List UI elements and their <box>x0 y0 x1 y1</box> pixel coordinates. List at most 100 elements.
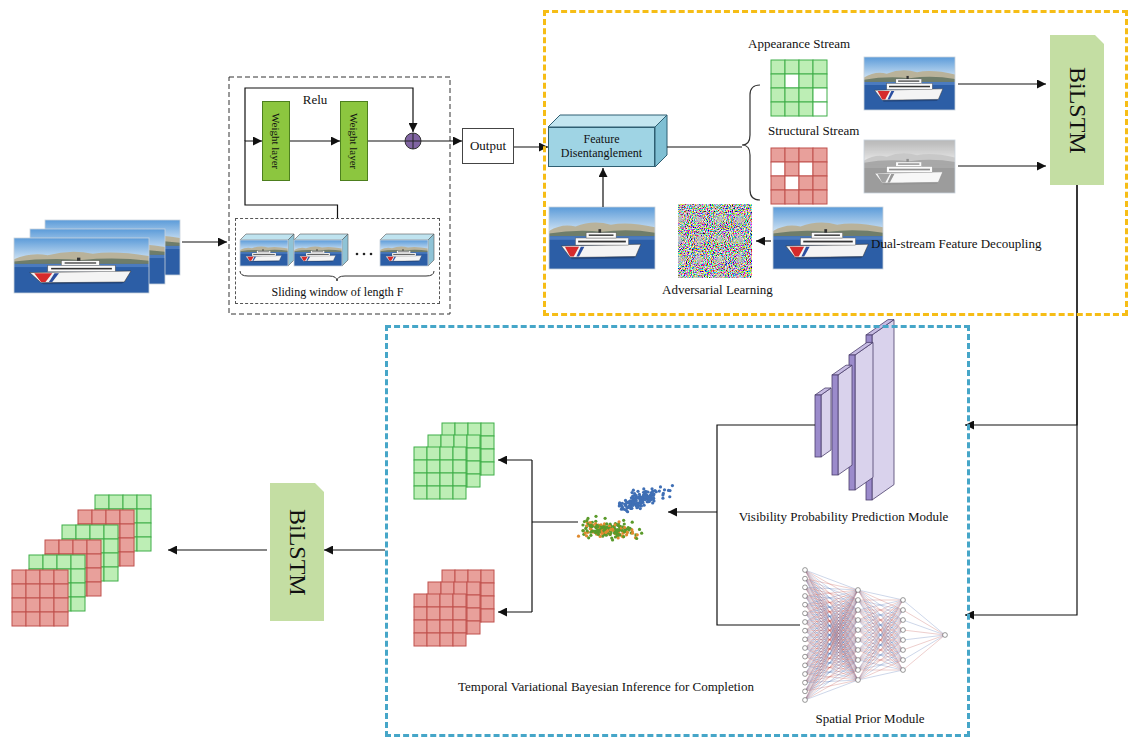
grid-cell <box>799 74 813 88</box>
sample-dot <box>616 529 619 532</box>
grid-cell <box>120 524 134 538</box>
net-unit <box>803 568 808 573</box>
grid-cell <box>414 633 427 646</box>
sample-dot <box>597 533 600 536</box>
sample-dot <box>651 497 654 500</box>
structural-grid <box>771 148 827 204</box>
net-unit <box>803 698 808 703</box>
net-unit <box>901 638 906 643</box>
net-link <box>858 590 903 630</box>
edge-label: Relu <box>303 93 328 108</box>
layer-top <box>815 388 831 395</box>
layer-front <box>815 395 821 457</box>
sample-dot <box>617 536 620 539</box>
sample-dot <box>596 525 599 528</box>
grid-cell <box>441 582 454 595</box>
net-link <box>805 596 858 620</box>
ellipsis-dot <box>370 253 373 256</box>
grid-cell <box>454 474 467 487</box>
net-link <box>805 590 858 665</box>
net-link <box>903 635 945 650</box>
grid-cell <box>468 596 481 609</box>
net-link <box>858 590 903 660</box>
sample-dot <box>621 502 624 505</box>
net-link <box>858 610 903 680</box>
grid-cell <box>467 621 480 634</box>
grid-cell <box>40 570 54 584</box>
net-link <box>858 600 903 640</box>
grid-cell <box>813 190 827 204</box>
net-unit <box>856 668 861 673</box>
grid-cell <box>441 608 454 621</box>
net-unit <box>803 620 808 625</box>
net-link <box>805 590 858 683</box>
net-unit <box>901 668 906 673</box>
grid-cell <box>427 607 440 620</box>
grid-cell <box>414 607 427 620</box>
split-line <box>667 146 742 147</box>
grid-cell <box>785 102 799 116</box>
net-unit <box>803 576 808 581</box>
net-link <box>805 600 858 691</box>
grid-cell <box>785 60 799 74</box>
net-link <box>805 670 858 700</box>
layer-top <box>832 365 852 375</box>
net-link <box>858 600 903 650</box>
sample-dot <box>631 532 634 535</box>
grid-cell <box>481 609 494 622</box>
region-title: Temporal Variational Bayesian Inference … <box>458 680 754 695</box>
sample-dot <box>643 495 646 498</box>
grid-cell <box>43 555 57 569</box>
net-unit <box>901 648 906 653</box>
net-unit <box>856 658 861 663</box>
sample-dot <box>629 507 632 510</box>
sample-dot <box>623 530 626 533</box>
net-link <box>805 590 858 700</box>
sample-dot <box>622 535 625 538</box>
grid-cell <box>785 190 799 204</box>
image-frame <box>549 207 655 269</box>
sample-dot <box>605 526 608 529</box>
net-link <box>858 600 903 670</box>
net-link <box>805 610 858 691</box>
sample-dot <box>626 501 629 504</box>
clean-image <box>549 207 655 269</box>
region-title: Dual-stream Feature Decoupling <box>871 237 1041 252</box>
sample-dot <box>618 504 621 507</box>
node-label: Output <box>470 139 506 154</box>
sample-dot <box>584 531 587 534</box>
grid-cell <box>428 595 441 608</box>
net-link <box>805 600 858 700</box>
grid-cell <box>813 162 827 176</box>
grid-cell <box>467 448 480 461</box>
grid-cell <box>78 510 92 524</box>
net-unit <box>803 654 808 659</box>
sample-dot <box>631 504 634 507</box>
sample-dot <box>605 522 608 525</box>
image-frame <box>14 238 149 293</box>
net-unit <box>803 585 808 590</box>
grid-cell <box>440 594 453 607</box>
layer-front <box>832 375 838 475</box>
split-wire <box>532 521 578 522</box>
sample-dot <box>597 526 600 529</box>
grid-cell <box>29 555 43 569</box>
net-link <box>805 610 858 639</box>
grid-cell <box>12 570 26 584</box>
spatial-prior-module: Spatial Prior Module <box>775 560 965 730</box>
output-grid <box>12 570 68 626</box>
net-link <box>858 600 903 660</box>
grid-cell <box>454 595 467 608</box>
sample-dot <box>631 495 634 498</box>
module-wire <box>717 425 815 625</box>
appearance-grid <box>428 435 480 487</box>
grid-cell <box>104 539 118 553</box>
input-arrow <box>182 241 227 242</box>
net-unit <box>803 689 808 694</box>
grid-cell <box>453 594 466 607</box>
sample-dot <box>626 510 629 513</box>
grid-cell <box>414 486 427 499</box>
grid-cell <box>54 570 68 584</box>
net-unit <box>856 638 861 643</box>
net-link <box>858 590 903 640</box>
